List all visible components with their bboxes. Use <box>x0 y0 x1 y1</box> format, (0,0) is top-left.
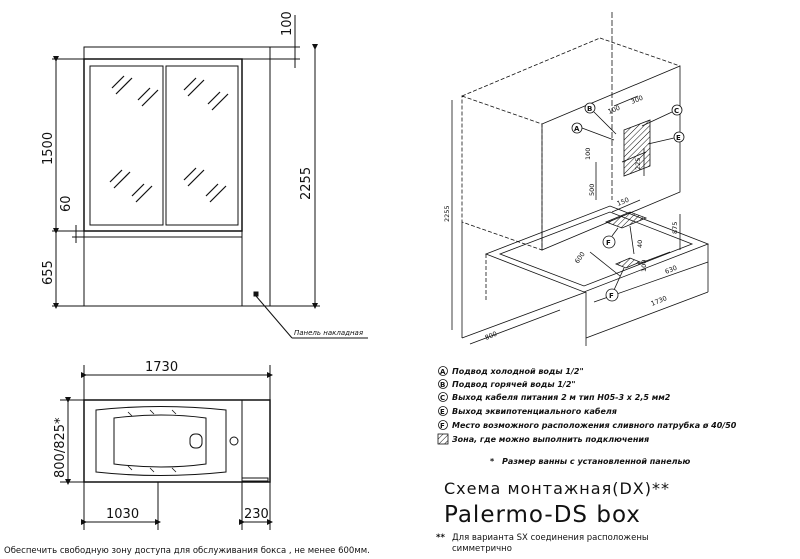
plan-headrest <box>189 433 203 449</box>
callout-b: B <box>587 105 592 113</box>
dim-total-height: 2255 <box>299 167 314 200</box>
plan-view <box>60 365 273 530</box>
glass-reflections <box>109 75 229 203</box>
legend-item-c: Выход кабеля питания 2 м тип H05-3 x 2,5… <box>452 392 671 402</box>
iso-dim-600: 600 <box>573 250 587 265</box>
iso-tub-top <box>484 205 710 293</box>
dim-glass-height: 1500 <box>41 132 56 165</box>
plan-tub-inner <box>95 406 227 476</box>
iso-dim-630: 630 <box>664 264 679 276</box>
legend-marker-e: E <box>440 408 445 416</box>
footnote-line-1: Для варианта SX соединения расположены <box>452 533 649 543</box>
callout-a: A <box>574 125 580 133</box>
plan-jets <box>127 409 177 473</box>
plan-tub-basin <box>113 414 207 468</box>
dim-tub-length: 1030 <box>106 507 139 522</box>
dim-length: 1730 <box>145 360 178 375</box>
front-glass-right <box>165 65 239 226</box>
dim-tub-height: 655 <box>41 260 56 285</box>
iso-dim-225: 225 <box>634 158 642 170</box>
legend: A Подвод холодной воды 1/2" B Подвод гор… <box>437 366 737 466</box>
iso-connection-zone-floor <box>604 211 648 229</box>
footnote-line-2: симметрично <box>452 544 512 554</box>
front-top-cap <box>83 46 271 60</box>
title-line-2: Palermo-DS box <box>444 502 641 528</box>
iso-dim-100b: 100 <box>584 148 592 160</box>
legend-marker-a: A <box>440 368 446 376</box>
iso-dim-500: 500 <box>588 184 596 196</box>
legend-marker-f: F <box>440 422 445 430</box>
footer-note: Обеспечить свободную зону доступа для об… <box>4 546 370 556</box>
front-tub-rim <box>83 230 243 238</box>
iso-dim-150: 150 <box>616 196 631 208</box>
front-view <box>52 15 368 339</box>
iso-dim-40: 40 <box>636 240 644 248</box>
iso-connection-zone-wall <box>623 119 651 177</box>
footnote-mark: ** <box>436 533 445 543</box>
iso-dim-800: 800 <box>484 330 499 342</box>
legend-marker-c: C <box>440 394 445 402</box>
plan-outline <box>83 399 271 483</box>
callout-f-1: F <box>606 239 611 247</box>
dim-width: 800/825* <box>53 417 68 478</box>
front-side-column <box>241 58 271 307</box>
legend-marker-b: B <box>440 381 445 389</box>
plan-drain <box>229 436 239 446</box>
legend-item-f: Место возможного расположения сливного п… <box>452 420 737 430</box>
callout-e: E <box>676 134 681 142</box>
callout-f-2: F <box>609 292 614 300</box>
iso-callouts: A B C E F F <box>571 102 685 302</box>
front-tub-panel <box>83 236 243 307</box>
title-block: Схема монтажная(DX)** Palermo-DS box ** … <box>436 479 670 554</box>
callout-c: C <box>674 107 679 115</box>
iso-drain-zone <box>614 257 642 269</box>
legend-item-b: Подвод горячей воды 1/2" <box>452 380 576 389</box>
legend-item-zone: Зона, где можно выполнить подключения <box>452 435 649 444</box>
plan-panel-strip <box>241 477 269 482</box>
dim-panel-depth: 230 <box>244 507 269 522</box>
iso-dim-300: 300 <box>630 94 645 106</box>
size-note: Размер ванны с установленной панелью <box>502 457 691 466</box>
iso-dim-2255: 2255 <box>443 205 451 222</box>
iso-dim-1730: 1730 <box>650 294 668 308</box>
iso-dim-100: 100 <box>607 104 622 116</box>
iso-tub-inner <box>498 211 694 287</box>
legend-hatch-swatch <box>437 433 449 445</box>
dim-top-gap: 100 <box>280 11 295 36</box>
iso-dim-875: 875 <box>671 222 679 234</box>
iso-dim-100c: 100 <box>640 260 648 272</box>
legend-item-a: Подвод холодной воды 1/2" <box>452 367 584 376</box>
iso-left-wall <box>461 95 543 251</box>
size-note-mark: * <box>490 457 495 466</box>
title-line-1: Схема монтажная(DX)** <box>444 479 670 498</box>
front-glass-left <box>89 65 164 226</box>
legend-item-e: Выход эквипотенциального кабеля <box>452 406 617 416</box>
front-panel-clip <box>253 291 259 297</box>
panel-label: Панель накладная <box>294 329 363 337</box>
dim-offset: 60 <box>59 195 74 212</box>
iso-view <box>451 12 710 346</box>
